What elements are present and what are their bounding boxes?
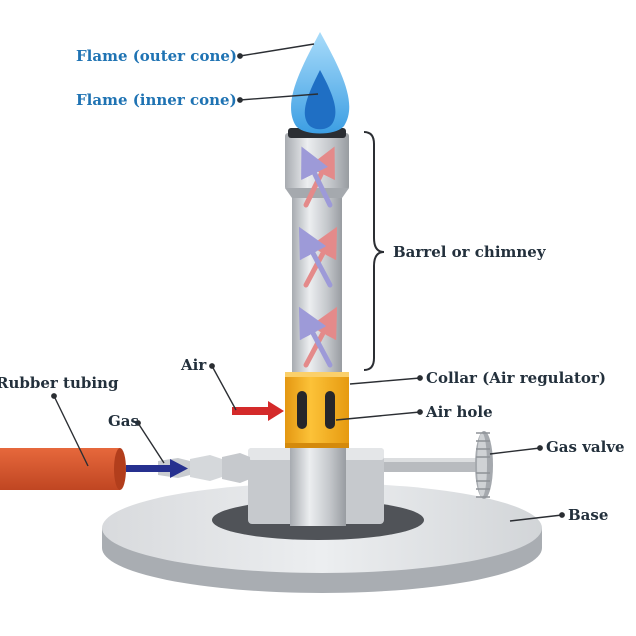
gas-valve (384, 431, 493, 499)
rubber-tubing (0, 448, 126, 490)
flame (291, 32, 350, 134)
air-arrow (232, 401, 284, 421)
burner-base (102, 483, 542, 593)
label-base: Base (568, 506, 609, 524)
air-hole-left (297, 391, 307, 429)
label-collar-air-regulator: Collar (Air regulator) (426, 369, 606, 387)
label-flame-inner-cone: Flame (inner cone) (76, 91, 237, 109)
flow-arrows (298, 146, 338, 368)
gas-inlet-nozzle (158, 453, 250, 483)
label-barrel-chimney: Barrel or chimney (393, 243, 546, 261)
air-hole-right (325, 391, 335, 429)
burner-body (248, 440, 384, 526)
barrel-bracket (363, 131, 385, 371)
label-rubber-tubing: Rubber tubing (0, 374, 119, 392)
collar-air-regulator (285, 372, 349, 448)
leader-lines (51, 43, 565, 522)
label-flame-outer-cone: Flame (outer cone) (76, 47, 237, 65)
label-air: Air (181, 356, 207, 374)
gas-arrow (126, 459, 188, 478)
label-air-hole: Air hole (426, 403, 493, 421)
label-gas: Gas (108, 412, 139, 430)
label-gas-valve: Gas valve (546, 438, 625, 456)
